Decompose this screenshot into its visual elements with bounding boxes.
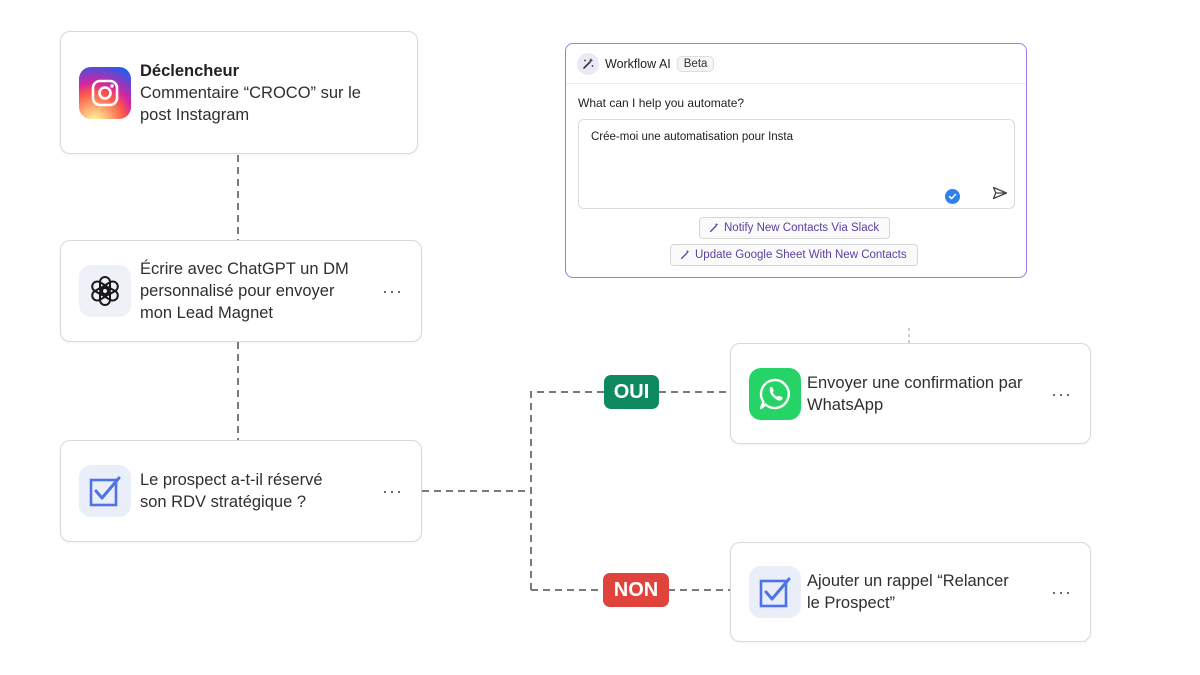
more-options-icon[interactable]: ··· <box>1051 383 1072 404</box>
automation-prompt-input[interactable]: Crée-moi une automatisation pour Insta <box>578 119 1015 209</box>
sparkle-icon <box>577 52 599 75</box>
trigger-line-2: post Instagram <box>140 105 250 124</box>
suggestion-label: Update Google Sheet With New Contacts <box>695 249 907 261</box>
checkbox-icon <box>79 465 131 517</box>
condition-line-1: Le prospect a-t-il réservé <box>140 471 323 489</box>
gpt-line-3: mon Lead Magnet <box>140 304 274 322</box>
prompt-input-value: Crée-moi une automatisation pour Insta <box>591 131 793 143</box>
whatsapp-line-1: Envoyer une confirmation par <box>807 373 1023 392</box>
reminder-line-2: le Prospect” <box>807 594 896 612</box>
trigger-line-1: Commentaire “CROCO” sur le <box>140 83 361 102</box>
checkbox-icon <box>749 566 801 618</box>
workflow-ai-title: Workflow AI <box>605 56 671 71</box>
suggestion-google-sheet-button[interactable]: Update Google Sheet With New Contacts <box>670 244 918 266</box>
condition-line-2: son RDV stratégique ? <box>140 493 307 511</box>
chatgpt-step-node[interactable]: Écrire avec ChatGPT un DM personnalisé p… <box>60 240 422 342</box>
sparkle-icon <box>709 222 719 233</box>
whatsapp-line-2: WhatsApp <box>807 395 884 414</box>
no-branch-tag: NON <box>603 573 669 607</box>
reminder-step-node[interactable]: Ajouter un rappel “Relancer le Prospect”… <box>730 542 1091 642</box>
whatsapp-step-node[interactable]: Envoyer une confirmation par WhatsApp ··… <box>730 343 1091 444</box>
trigger-node[interactable]: Déclencheur Commentaire “CROCO” sur le p… <box>60 31 418 154</box>
sparkle-icon <box>680 249 690 260</box>
gpt-line-1: Écrire avec ChatGPT un DM <box>140 260 349 278</box>
chatgpt-icon <box>79 265 131 317</box>
condition-step-node[interactable]: Le prospect a-t-il réservé son RDV strat… <box>60 440 422 542</box>
gpt-line-2: personnalisé pour envoyer <box>140 282 335 300</box>
whatsapp-icon <box>749 367 801 420</box>
more-options-icon[interactable]: ··· <box>382 281 403 301</box>
check-badge-icon <box>945 189 960 204</box>
more-options-icon[interactable]: ··· <box>382 481 403 501</box>
workflow-ai-header: Workflow AI Beta <box>566 44 1026 84</box>
more-options-icon[interactable]: ··· <box>1051 582 1072 602</box>
suggestion-slack-button[interactable]: Notify New Contacts Via Slack <box>699 217 891 239</box>
suggestion-label: Notify New Contacts Via Slack <box>724 222 880 234</box>
send-icon[interactable] <box>992 186 1008 205</box>
workflow-ai-panel: Workflow AI Beta What can I help you aut… <box>565 43 1027 278</box>
instagram-icon <box>79 66 131 119</box>
beta-badge: Beta <box>676 55 715 72</box>
workflow-ai-question: What can I help you automate? <box>578 96 745 110</box>
reminder-line-1: Ajouter un rappel “Relancer <box>807 572 1009 590</box>
yes-branch-tag: OUI <box>604 375 659 409</box>
trigger-title: Déclencheur <box>140 61 240 80</box>
